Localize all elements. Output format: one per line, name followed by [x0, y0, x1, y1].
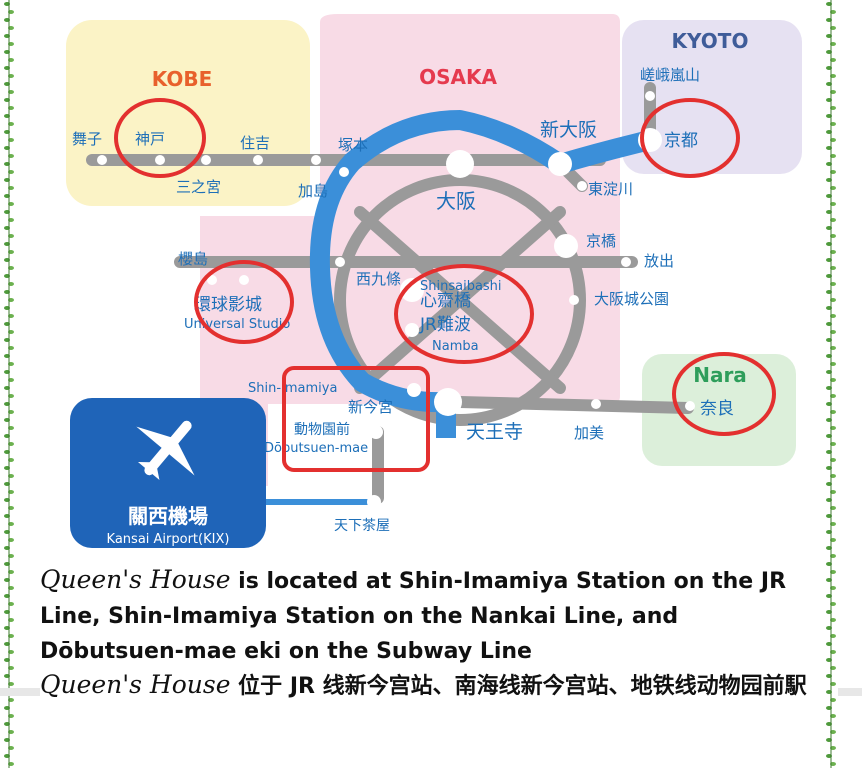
kyoto-region: [622, 20, 802, 174]
highlight-circles: [114, 98, 776, 472]
left-vine-border: [4, 0, 14, 768]
nara-region-label: Nara: [693, 363, 747, 387]
gray-rail-lines: [86, 82, 694, 504]
station-maiko: 舞子: [72, 130, 102, 148]
caption-zh-text: 位于 JR 线新今宫站、南海线新今宫站、地铁线动物园前駅: [230, 674, 807, 699]
station-jr-namba-zh: JR難波: [419, 315, 471, 335]
station-higashi-yodogawa: 東淀川: [588, 180, 633, 198]
station-hanaten: 放出: [644, 252, 674, 270]
station-kashima: 加島: [298, 182, 328, 200]
station-tengachaya: 天下茶屋: [334, 518, 390, 534]
highlight-kobe: [114, 98, 206, 178]
caption-en-brand: Queen's House: [40, 565, 231, 594]
right-gray-band: [838, 688, 862, 696]
highlight-shinsaibashi: [394, 264, 534, 364]
station-tennoji: 天王寺: [466, 421, 523, 443]
kyoto-region-label: KYOTO: [672, 29, 749, 53]
highlight-universal: [194, 260, 294, 344]
station-namba-en: Namba: [432, 339, 479, 354]
caption-chinese: Queen's House 位于 JR 线新今宫站、南海线新今宫站、地铁线动物园…: [40, 668, 830, 704]
kobe-region-label: KOBE: [152, 67, 213, 91]
station-universal-studio-zh: 環球影城: [194, 295, 262, 315]
left-gray-band: [0, 688, 40, 696]
station-osakajo-koen: 大阪城公園: [594, 290, 669, 308]
station-shinsaibashi-en: Shinsaibashi: [420, 279, 502, 294]
station-kyobashi: 京橋: [586, 232, 616, 250]
station-kami: 加美: [574, 424, 604, 442]
kansai-airport-box: [70, 398, 266, 548]
caption-en-text: is located at Shin-Imamiya Station on th…: [40, 569, 787, 664]
highlight-nara: [672, 352, 776, 436]
station-saga-arashiyama: 嵯峨嵐山: [640, 66, 700, 84]
station-shinsaibashi-zh: 心齋橋: [420, 291, 471, 311]
station-kyoto: 京都: [664, 131, 698, 151]
kansai-airport-label-en: Kansai Airport(KIX): [107, 532, 230, 547]
station-dobutsuen-en: Dōbutsuen-mae: [264, 441, 368, 456]
highlight-shin-imamiya: [282, 366, 430, 472]
station-shin-imamiya-zh: 新今宮: [348, 398, 393, 416]
osaka-region-label: OSAKA: [419, 65, 497, 89]
station-nara: 奈良: [700, 399, 734, 419]
station-sannomiya: 三之宮: [176, 178, 221, 196]
station-shin-osaka: 新大阪: [540, 119, 597, 141]
kansai-airport-label-zh: 關西機場: [128, 504, 208, 528]
station-tsukamoto: 塚本: [338, 136, 368, 154]
station-kobe: 神戸: [135, 130, 165, 148]
station-nishikujo: 西九條: [356, 270, 401, 288]
caption-english: Queen's House is located at Shin-Imamiya…: [40, 562, 820, 669]
right-vine-border: [826, 0, 836, 768]
station-osaka: 大阪: [436, 189, 476, 213]
station-shin-imamiya-en: Shin-Imamiya: [248, 381, 337, 396]
rail-map: KOBE OSAKA KYOTO Nara: [66, 14, 802, 548]
station-sakurajima: 櫻島: [178, 250, 208, 268]
caption-zh-brand: Queen's House: [40, 670, 231, 699]
station-labels: 舞子 神戸 三之宮 住吉 塚本 加島 新大阪 東淀川 嵯峨嵐山 京都 大阪 京橋…: [72, 66, 734, 534]
highlight-kyoto: [640, 98, 740, 178]
station-sumiyoshi: 住吉: [240, 134, 270, 152]
station-dobutsuen-zh: 動物園前: [294, 421, 350, 438]
nara-region: [642, 354, 796, 466]
